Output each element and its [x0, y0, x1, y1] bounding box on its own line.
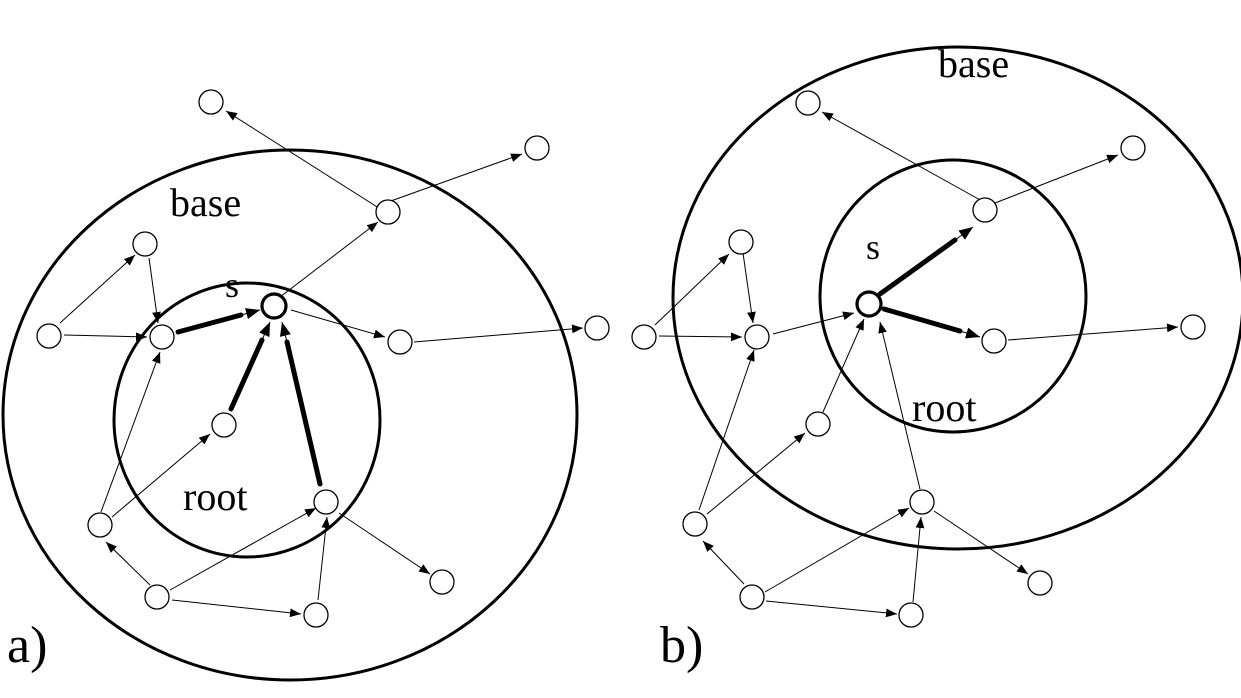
node — [313, 489, 339, 515]
edge-from-s-head — [954, 226, 974, 241]
node-s — [260, 292, 288, 320]
edge — [654, 253, 730, 326]
node — [909, 489, 935, 515]
edge — [878, 321, 921, 490]
node — [631, 324, 657, 350]
panel-label: b) — [660, 617, 703, 674]
edge — [698, 349, 755, 511]
root-label: root — [912, 385, 976, 430]
s-label: s — [225, 265, 239, 305]
base-ring — [1, 148, 579, 682]
root-ring — [818, 158, 1088, 434]
edge-to-s-head — [259, 321, 271, 341]
node — [132, 231, 158, 257]
node — [898, 602, 924, 628]
edge — [338, 512, 431, 575]
edge — [933, 510, 1029, 575]
node — [387, 329, 413, 355]
node — [805, 411, 831, 437]
node — [87, 512, 113, 538]
edge — [225, 110, 386, 213]
edge — [994, 154, 1119, 204]
base-ring — [671, 45, 1241, 551]
edge — [702, 540, 745, 585]
edge — [772, 311, 855, 335]
node — [303, 602, 329, 628]
node — [198, 89, 224, 115]
edge-from-s-head — [959, 327, 981, 339]
edge — [105, 541, 151, 586]
node — [211, 412, 237, 438]
edge — [63, 332, 148, 342]
node — [728, 229, 754, 255]
node — [1180, 314, 1206, 340]
root-label: root — [183, 474, 247, 519]
edges-thin — [59, 110, 584, 618]
s-label: s — [866, 227, 880, 267]
edges-thick — [175, 308, 323, 487]
edge — [387, 153, 523, 203]
edge-to-s — [284, 339, 323, 487]
edge-to-s-head — [279, 321, 291, 343]
panel-label: a) — [7, 617, 47, 674]
edges-thick — [877, 226, 981, 339]
edge — [171, 599, 302, 618]
edge-to-s — [228, 337, 265, 412]
edge — [706, 432, 806, 515]
node — [1120, 135, 1146, 161]
node — [375, 199, 401, 225]
edge — [317, 516, 331, 601]
base-label: base — [170, 180, 241, 225]
edge — [111, 433, 211, 518]
node-s — [855, 290, 883, 318]
edge — [59, 254, 136, 324]
node — [972, 197, 998, 223]
node — [981, 328, 1007, 354]
edge — [912, 516, 925, 603]
edge — [148, 257, 161, 324]
edge — [821, 111, 983, 202]
edge — [822, 318, 865, 413]
node — [524, 135, 550, 161]
nodes — [631, 90, 1206, 628]
edge-from-s — [881, 306, 963, 334]
node — [739, 584, 765, 610]
root-ring — [112, 281, 382, 559]
edge-to-s-head — [240, 308, 261, 319]
edge — [658, 332, 743, 342]
base-label: base — [938, 41, 1009, 86]
node — [36, 323, 62, 349]
node — [149, 324, 175, 350]
node — [429, 569, 455, 595]
node — [1027, 570, 1053, 596]
node — [682, 511, 708, 537]
node — [795, 90, 821, 116]
edge-from-s — [877, 237, 958, 297]
nodes — [36, 89, 610, 628]
edge — [742, 252, 756, 324]
edge-to-s — [175, 312, 244, 335]
edge — [765, 600, 898, 618]
edge — [764, 507, 910, 593]
edge — [413, 324, 584, 343]
edge — [169, 507, 317, 591]
edge — [1007, 323, 1179, 341]
edge — [100, 351, 161, 513]
panel-b: base root s b) — [631, 41, 1241, 674]
edges-thin — [654, 111, 1179, 618]
node — [744, 324, 770, 350]
edge — [279, 221, 379, 298]
panel-a: base root s a) — [1, 89, 610, 682]
node — [584, 315, 610, 341]
node — [144, 584, 170, 610]
edge — [290, 309, 386, 339]
